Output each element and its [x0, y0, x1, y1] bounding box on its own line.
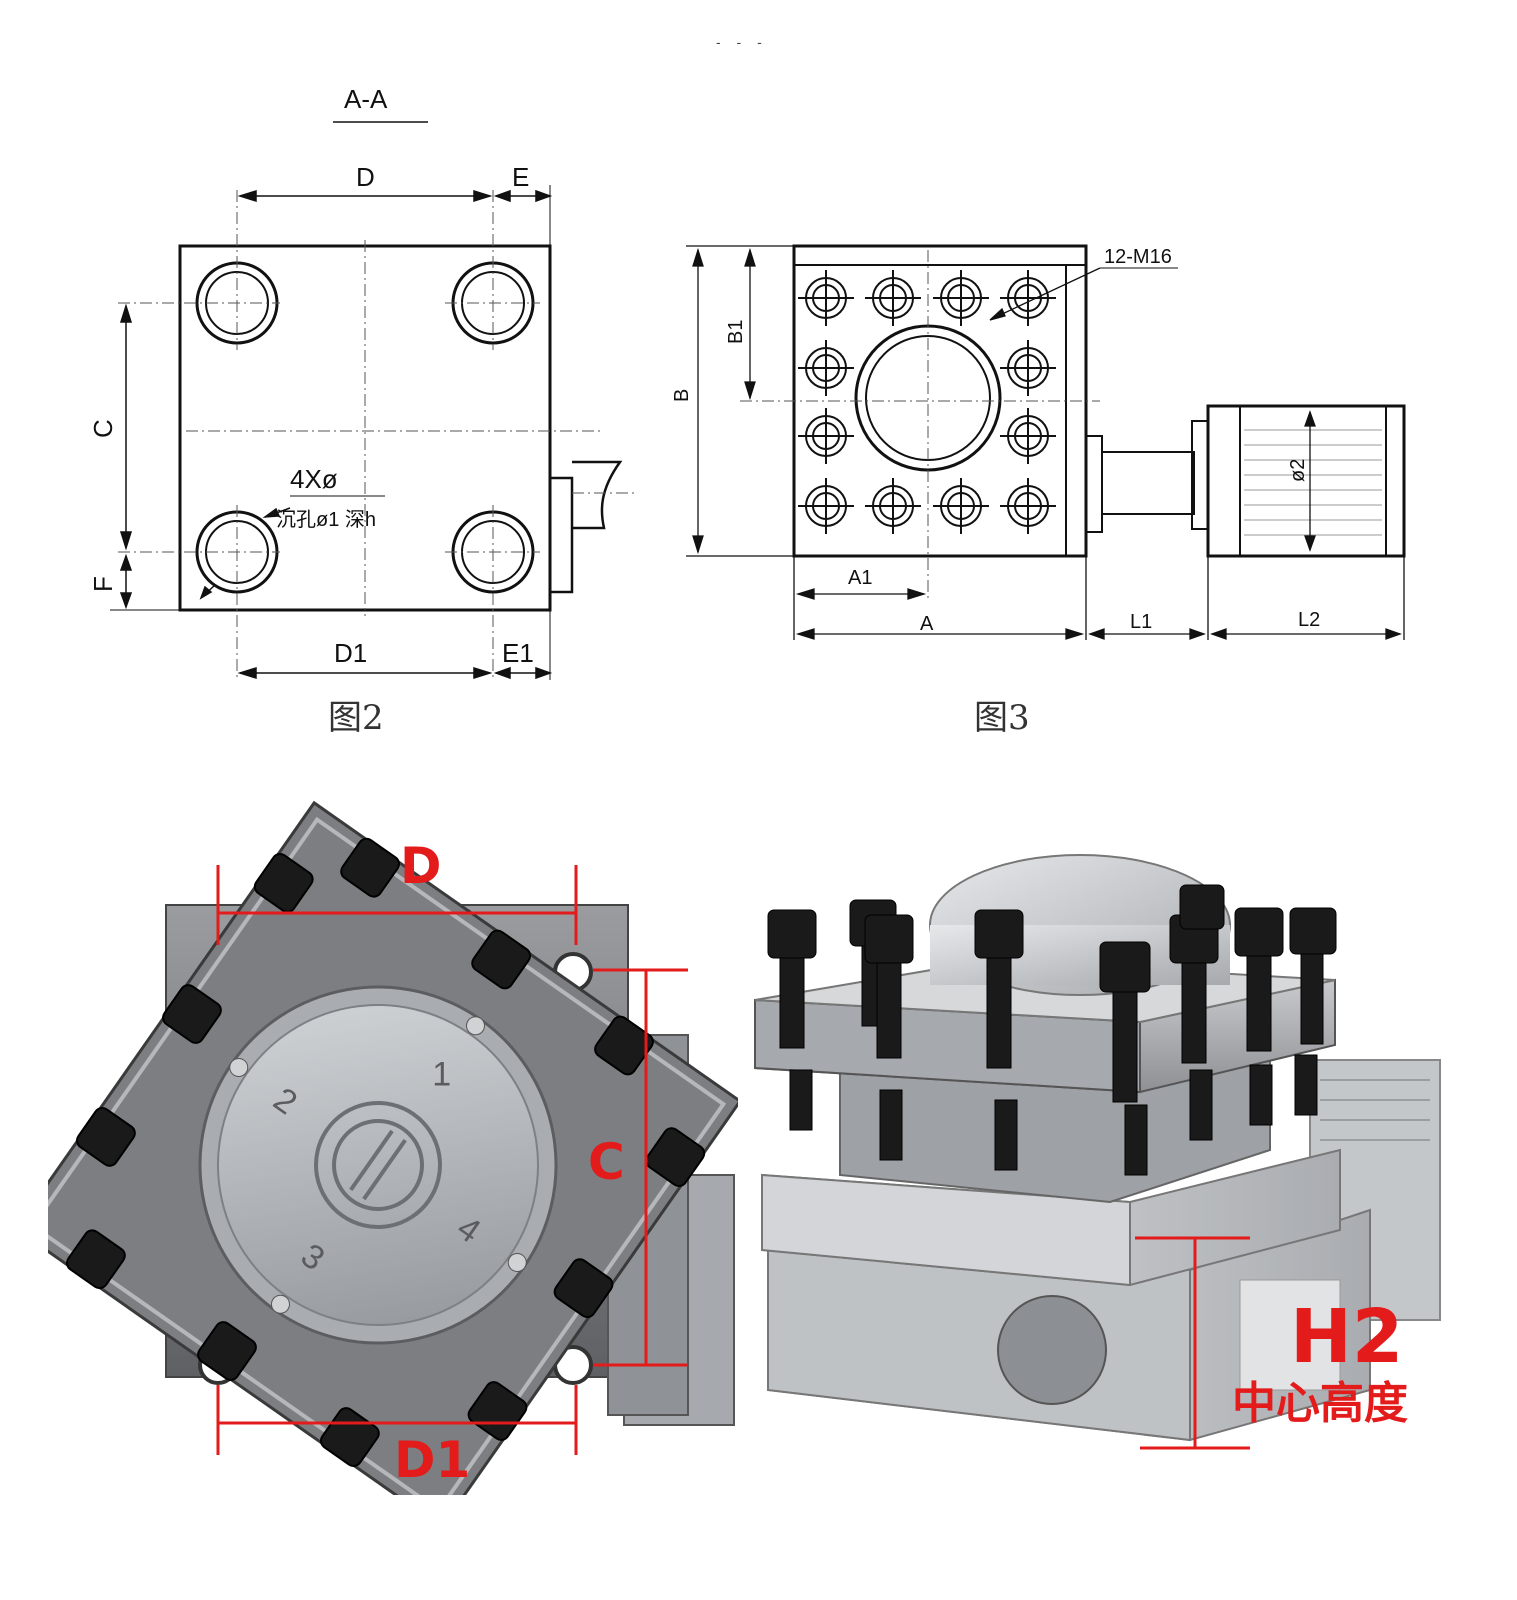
fig3-dim-phi2: ø2 [1287, 459, 1309, 482]
fig3-dim-b1: B1 [725, 320, 747, 344]
photo-right-label-center-height: 中心高度 [1232, 1378, 1408, 1429]
fig3-dim-l1: L1 [1130, 611, 1152, 633]
fig2-dim-c: C [88, 419, 118, 438]
photo-right-side-view: H2 中心高度 [754, 854, 1441, 1450]
fig3-thread-label: 12-M16 [1104, 246, 1172, 268]
figure-3-drawing: 12-M16 B B1 A1 A L1 L2 ø2 [671, 244, 1406, 640]
fig3-dim-a1: A1 [848, 567, 872, 589]
fig2-counterbore-label: 沉孔ø1 深h [276, 508, 376, 531]
photo-left-label-d: D [400, 837, 442, 895]
figure-2-drawing: A-A D E C F 4Xø 沉孔ø1 深h D1 E1 [88, 84, 636, 680]
figure-2-caption: 图2 [328, 698, 384, 738]
fig2-dim-e1: E1 [502, 638, 534, 668]
fig3-dim-b: B [671, 389, 693, 402]
photo-left-top-view: 1 2 3 4 D C D1 [48, 800, 738, 1495]
top-mark: - - - [716, 34, 768, 50]
fig3-dim-l2: L2 [1298, 609, 1320, 631]
fig3-dim-a: A [920, 613, 934, 635]
fig2-dim-d: D [356, 162, 375, 192]
fig2-dim-d1: D1 [334, 638, 367, 668]
fig2-dim-e: E [512, 162, 529, 192]
photo-right-label-h2: H2 [1290, 1294, 1403, 1380]
photo-left-label-c: C [588, 1133, 625, 1191]
fig2-section-label: A-A [344, 84, 388, 114]
fig3-motor [1206, 404, 1406, 558]
fig2-holes-label: 4Xø [290, 464, 338, 494]
photo-left-label-d1: D1 [394, 1431, 470, 1489]
fig2-dim-f: F [88, 576, 118, 592]
figure-3-caption: 图3 [974, 698, 1030, 738]
cap-number-1: 1 [432, 1055, 451, 1093]
